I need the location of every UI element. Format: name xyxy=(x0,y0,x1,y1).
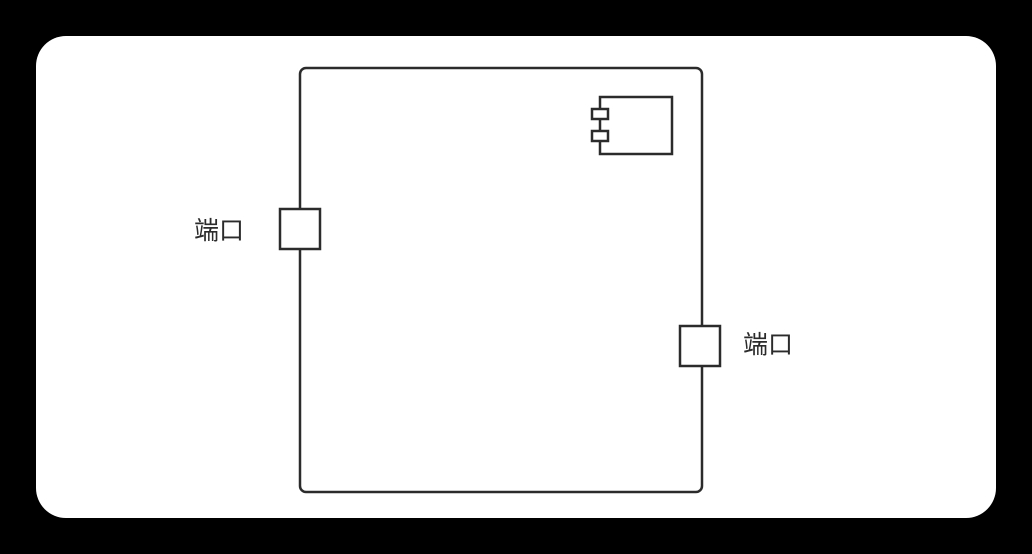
component-icon xyxy=(590,95,674,156)
port-left-label: 端口 xyxy=(194,216,245,245)
port-right-label: 端口 xyxy=(743,330,794,359)
port-right[interactable] xyxy=(678,324,722,368)
component-box[interactable] xyxy=(298,66,704,494)
port-left[interactable] xyxy=(278,207,322,251)
